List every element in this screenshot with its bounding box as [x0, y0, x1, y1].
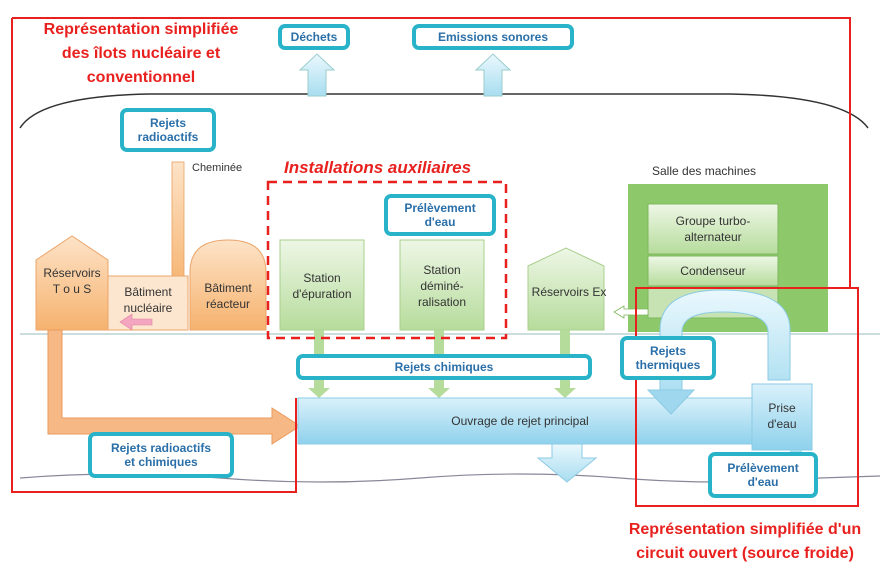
groupe-turbo-shape	[647, 203, 779, 255]
label-batiment-nucleaire: Bâtiment nucléaire	[108, 282, 188, 318]
condenseur-shape	[647, 255, 779, 287]
thermal-arrow-head	[646, 389, 696, 415]
bldg-line: Réservoirs	[43, 266, 101, 280]
label-line: thermiques	[635, 358, 701, 372]
label-prelevement-eau-bottom: Prélèvement d'eau	[708, 452, 818, 498]
title-open-circuit: Représentation simplifiée d'un circuit o…	[600, 518, 890, 566]
bldg-line: Bâtiment	[204, 281, 252, 295]
bldg-line: d'épuration	[292, 287, 352, 301]
bldg-line: Prise	[768, 401, 796, 415]
chimney	[171, 161, 185, 293]
label-line: Rejets	[649, 344, 687, 358]
label-line: Prélèvement	[727, 461, 799, 475]
label-text: Rejets chimiques	[394, 360, 494, 374]
bldg-line: d'eau	[767, 417, 797, 431]
connector-reservoirs-ex	[560, 330, 570, 354]
bldg-line: réacteur	[205, 297, 251, 311]
title-nuclear-island: Représentation simplifiée des îlots nucl…	[16, 18, 266, 90]
title-line: circuit ouvert (source froide)	[636, 545, 854, 562]
label-prelevement-eau-top: Prélèvement d'eau	[384, 194, 496, 236]
label-station-epuration: Station d'épuration	[280, 262, 364, 310]
label-rejets-thermiques: Rejets thermiques	[620, 336, 716, 380]
label-rejets-chimiques: Rejets chimiques	[296, 354, 592, 380]
label-condenseur: Condenseur	[680, 264, 746, 278]
bldg-line: T o u S	[52, 282, 92, 296]
arrow-down-epuration	[308, 378, 330, 398]
arrow-down-demin	[428, 378, 450, 398]
connector-demin	[434, 330, 444, 354]
label-reservoirs-tous: Réservoirs T o u S	[36, 258, 108, 304]
batiment-reacteur-shape	[189, 239, 267, 331]
arrow-up-dechets	[298, 53, 336, 97]
label-batiment-reacteur: Bâtiment réacteur	[190, 276, 266, 316]
cooling-loop	[659, 289, 791, 399]
bldg-line: ralisation	[417, 295, 467, 309]
label-line: d'eau	[424, 215, 456, 229]
ouvrage-rejet-shape	[297, 397, 759, 445]
connector-epuration	[314, 330, 324, 354]
label-station-demineralisation: Station déminé- ralisation	[400, 258, 484, 314]
arrow-down-reservoirs-ex	[554, 378, 576, 398]
label-line: Prélèvement	[404, 201, 476, 215]
pink-arrow	[119, 313, 153, 331]
label-line: Rejets	[149, 116, 187, 130]
label-line: Rejets radioactifs	[110, 441, 212, 455]
bldg-line: Groupe turbo-	[675, 214, 751, 228]
bldg-line: Station	[423, 263, 461, 277]
bldg-line: déminé-	[420, 279, 464, 293]
label-groupe-turbo: Groupe turbo- alternateur	[648, 208, 778, 250]
bldg-line: nucléaire	[123, 301, 173, 315]
label-cheminee: Cheminée	[192, 162, 243, 174]
title-auxiliary: Installations auxiliaires	[284, 158, 472, 177]
station-epuration-shape	[279, 239, 365, 331]
reservoirs-ex-shape	[527, 247, 605, 331]
arrow-up-emissions	[474, 53, 512, 97]
label-text: Emissions sonores	[437, 30, 549, 44]
prise-eau-shape	[751, 383, 813, 451]
label-line: d'eau	[747, 475, 779, 489]
label-line: radioactifs	[137, 130, 199, 144]
bldg-line: Station	[303, 271, 341, 285]
bldg-line: alternateur	[684, 230, 742, 244]
bldg-line: Bâtiment	[124, 285, 172, 299]
frame-open-circuit	[635, 287, 859, 507]
label-prise-eau: Prise d'eau	[752, 396, 812, 436]
dome-line	[19, 93, 869, 129]
label-ouvrage-rejet: Ouvrage de rejet principal	[451, 414, 589, 428]
title-line: Représentation simplifiée	[43, 21, 239, 38]
title-line: conventionnel	[86, 69, 196, 86]
label-salle-machines: Salle des machines	[652, 164, 757, 178]
label-reservoirs-ex: Réservoirs Ex	[531, 285, 607, 299]
label-rejets-radioactifs-chimiques: Rejets radioactifs et chimiques	[88, 432, 234, 478]
label-emissions-sonores: Emissions sonores	[412, 24, 574, 50]
condenser-return-arrow	[613, 305, 649, 319]
title-line: des îlots nucléaire et	[61, 45, 221, 62]
label-dechets: Déchets	[278, 24, 350, 50]
arrow-down-water	[536, 443, 598, 483]
label-rejets-radioactifs: Rejets radioactifs	[120, 108, 216, 152]
frame-auxiliary	[266, 180, 508, 340]
orange-discharge-pipe	[47, 329, 301, 445]
title-line: Représentation simplifiée d'un	[628, 521, 862, 538]
label-line: et chimiques	[124, 455, 198, 469]
label-text: Déchets	[290, 30, 338, 44]
